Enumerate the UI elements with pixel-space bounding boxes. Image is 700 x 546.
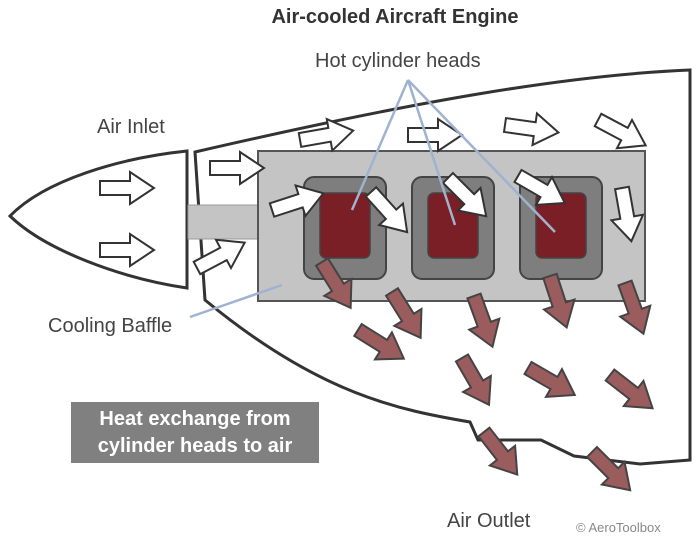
callout-line-2: cylinder heads to air	[97, 435, 293, 457]
leader-lines	[189, 79, 556, 319]
callout-line-1: Heat exchange from	[99, 408, 291, 430]
crankshaft	[187, 204, 261, 240]
hot-cylinder-heads-label: Hot cylinder heads	[315, 50, 481, 72]
diagram-title: Air-cooled Aircraft Engine	[271, 6, 519, 28]
cooling-baffle-label: Cooling Baffle	[48, 315, 173, 337]
spinner	[7, 149, 189, 290]
air-inlet-label: Air Inlet	[97, 116, 165, 138]
air-outlet-label: Air Outlet	[447, 510, 531, 532]
cylinder-1	[303, 176, 387, 280]
copyright: © AeroToolbox	[576, 520, 661, 535]
heat-exchange-callout: Heat exchange from cylinder heads to air	[71, 402, 319, 463]
